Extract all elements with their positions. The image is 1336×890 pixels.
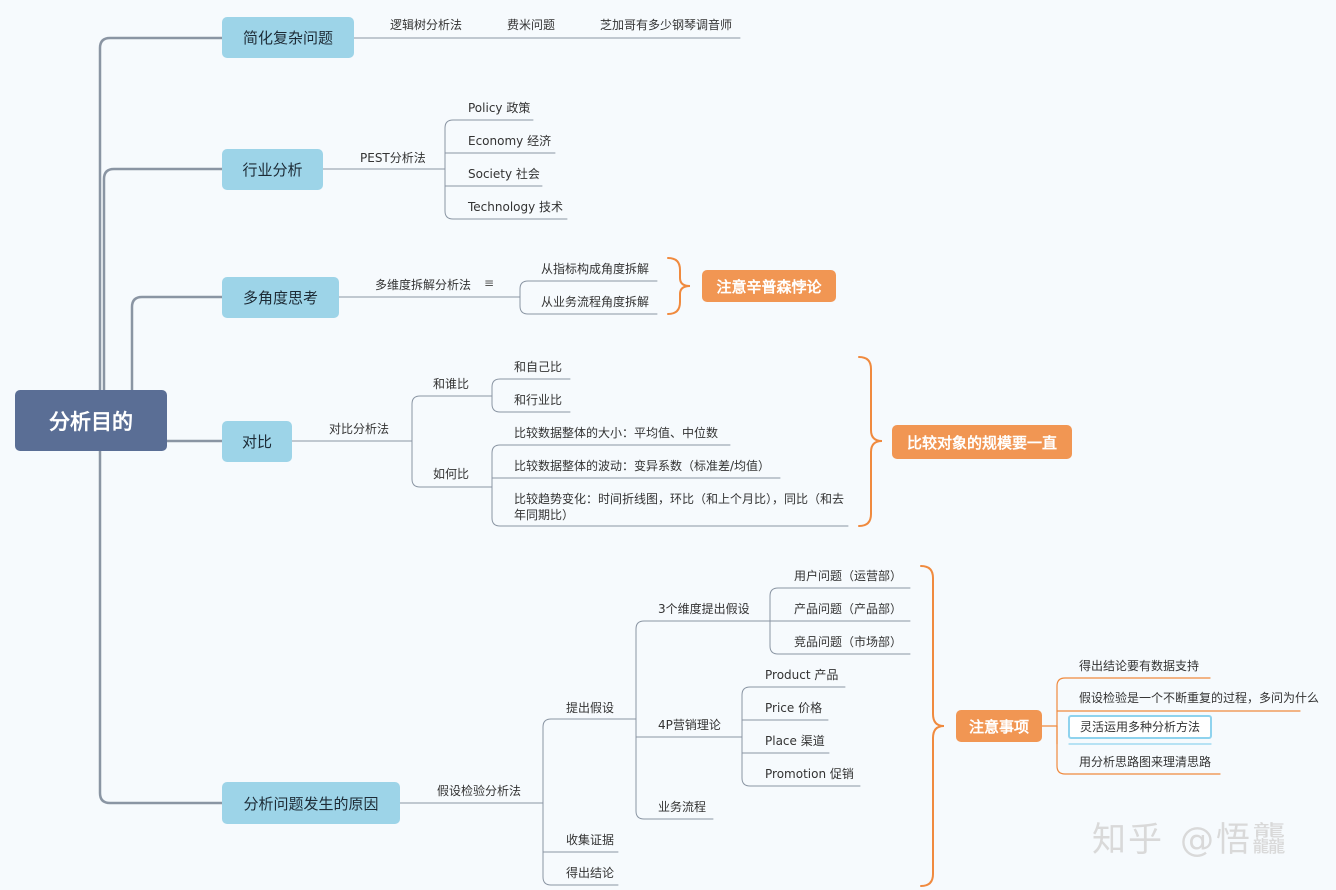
note-precautions[interactable]: 注意事项	[956, 710, 1042, 742]
branch-compare[interactable]: 对比	[222, 421, 292, 462]
industry-item-economy[interactable]: Economy 经济	[468, 134, 552, 148]
multi-item-process[interactable]: 从业务流程角度拆解	[541, 295, 650, 309]
dims-competitor[interactable]: 竞品问题（市场部）	[794, 635, 903, 649]
4p-price[interactable]: Price 价格	[765, 701, 823, 715]
industry-item-policy[interactable]: Policy 政策	[468, 101, 531, 115]
branch-root-cause[interactable]: 分析问题发生的原因	[222, 782, 400, 824]
root-topic[interactable]: 分析目的	[15, 390, 167, 451]
simplify-item-chicago[interactable]: 芝加哥有多少钢琴调音师	[600, 18, 733, 32]
4p-product[interactable]: Product 产品	[765, 668, 839, 682]
multi-item-metric[interactable]: 从指标构成角度拆解	[541, 262, 650, 276]
compare-how-trend[interactable]: 比较趋势变化：时间折线图，环比（和上个月比），同比（和去年同期比）	[514, 492, 845, 522]
compare-how[interactable]: 如何比	[433, 467, 470, 481]
compare-method[interactable]: 对比分析法	[329, 422, 390, 436]
watermark-user: @悟龘	[1180, 820, 1288, 860]
branch-multi-angle[interactable]: 多角度思考	[222, 277, 339, 318]
simplify-item-logic-tree[interactable]: 逻辑树分析法	[390, 18, 463, 32]
compare-how-size[interactable]: 比较数据整体的大小：平均值、中位数	[514, 426, 719, 440]
industry-item-technology[interactable]: Technology 技术	[468, 200, 564, 214]
hypothesis-process[interactable]: 业务流程	[658, 800, 707, 814]
dims-user[interactable]: 用户问题（运营部）	[794, 569, 903, 583]
dims-product[interactable]: 产品问题（产品部）	[794, 602, 903, 616]
cause-hypothesis[interactable]: 提出假设	[566, 701, 615, 715]
cause-method[interactable]: 假设检验分析法	[437, 784, 522, 798]
note-simpson-paradox[interactable]: 注意辛普森悖论	[702, 270, 836, 302]
note-same-scale[interactable]: 比较对象的规模要一直	[892, 425, 1072, 459]
hypothesis-4p[interactable]: 4P营销理论	[658, 718, 721, 732]
cause-evidence[interactable]: 收集证据	[566, 833, 615, 847]
industry-item-society[interactable]: Society 社会	[468, 167, 540, 181]
precaution-multiple-methods[interactable]: 灵活运用多种分析方法	[1068, 715, 1213, 739]
precaution-data-support[interactable]: 得出结论要有数据支持	[1079, 659, 1200, 673]
compare-how-volatility[interactable]: 比较数据整体的波动：变异系数（标准差/均值）	[514, 459, 771, 473]
4p-place[interactable]: Place 渠道	[765, 734, 825, 748]
precaution-mindmap[interactable]: 用分析思路图来理清思路	[1079, 755, 1212, 769]
watermark-site: 知乎	[1092, 820, 1164, 860]
compare-with-whom[interactable]: 和谁比	[433, 377, 470, 391]
industry-method[interactable]: PEST分析法	[360, 151, 426, 165]
multi-method[interactable]: 多维度拆解分析法	[375, 278, 472, 292]
branch-simplify[interactable]: 简化复杂问题	[222, 17, 354, 58]
cause-conclusion[interactable]: 得出结论	[566, 866, 615, 880]
compare-industry[interactable]: 和行业比	[514, 393, 563, 407]
compare-self[interactable]: 和自己比	[514, 360, 563, 374]
simplify-item-fermi[interactable]: 费米问题	[507, 18, 556, 32]
4p-promotion[interactable]: Promotion 促销	[765, 767, 854, 781]
hypothesis-three-dims[interactable]: 3个维度提出假设	[658, 602, 750, 616]
branch-industry[interactable]: 行业分析	[222, 149, 323, 190]
notes-icon[interactable]: ≡	[484, 276, 495, 290]
watermark: 知乎 @悟龘	[1092, 812, 1288, 861]
precaution-repeat-why[interactable]: 假设检验是一个不断重复的过程，多问为什么	[1079, 691, 1320, 705]
